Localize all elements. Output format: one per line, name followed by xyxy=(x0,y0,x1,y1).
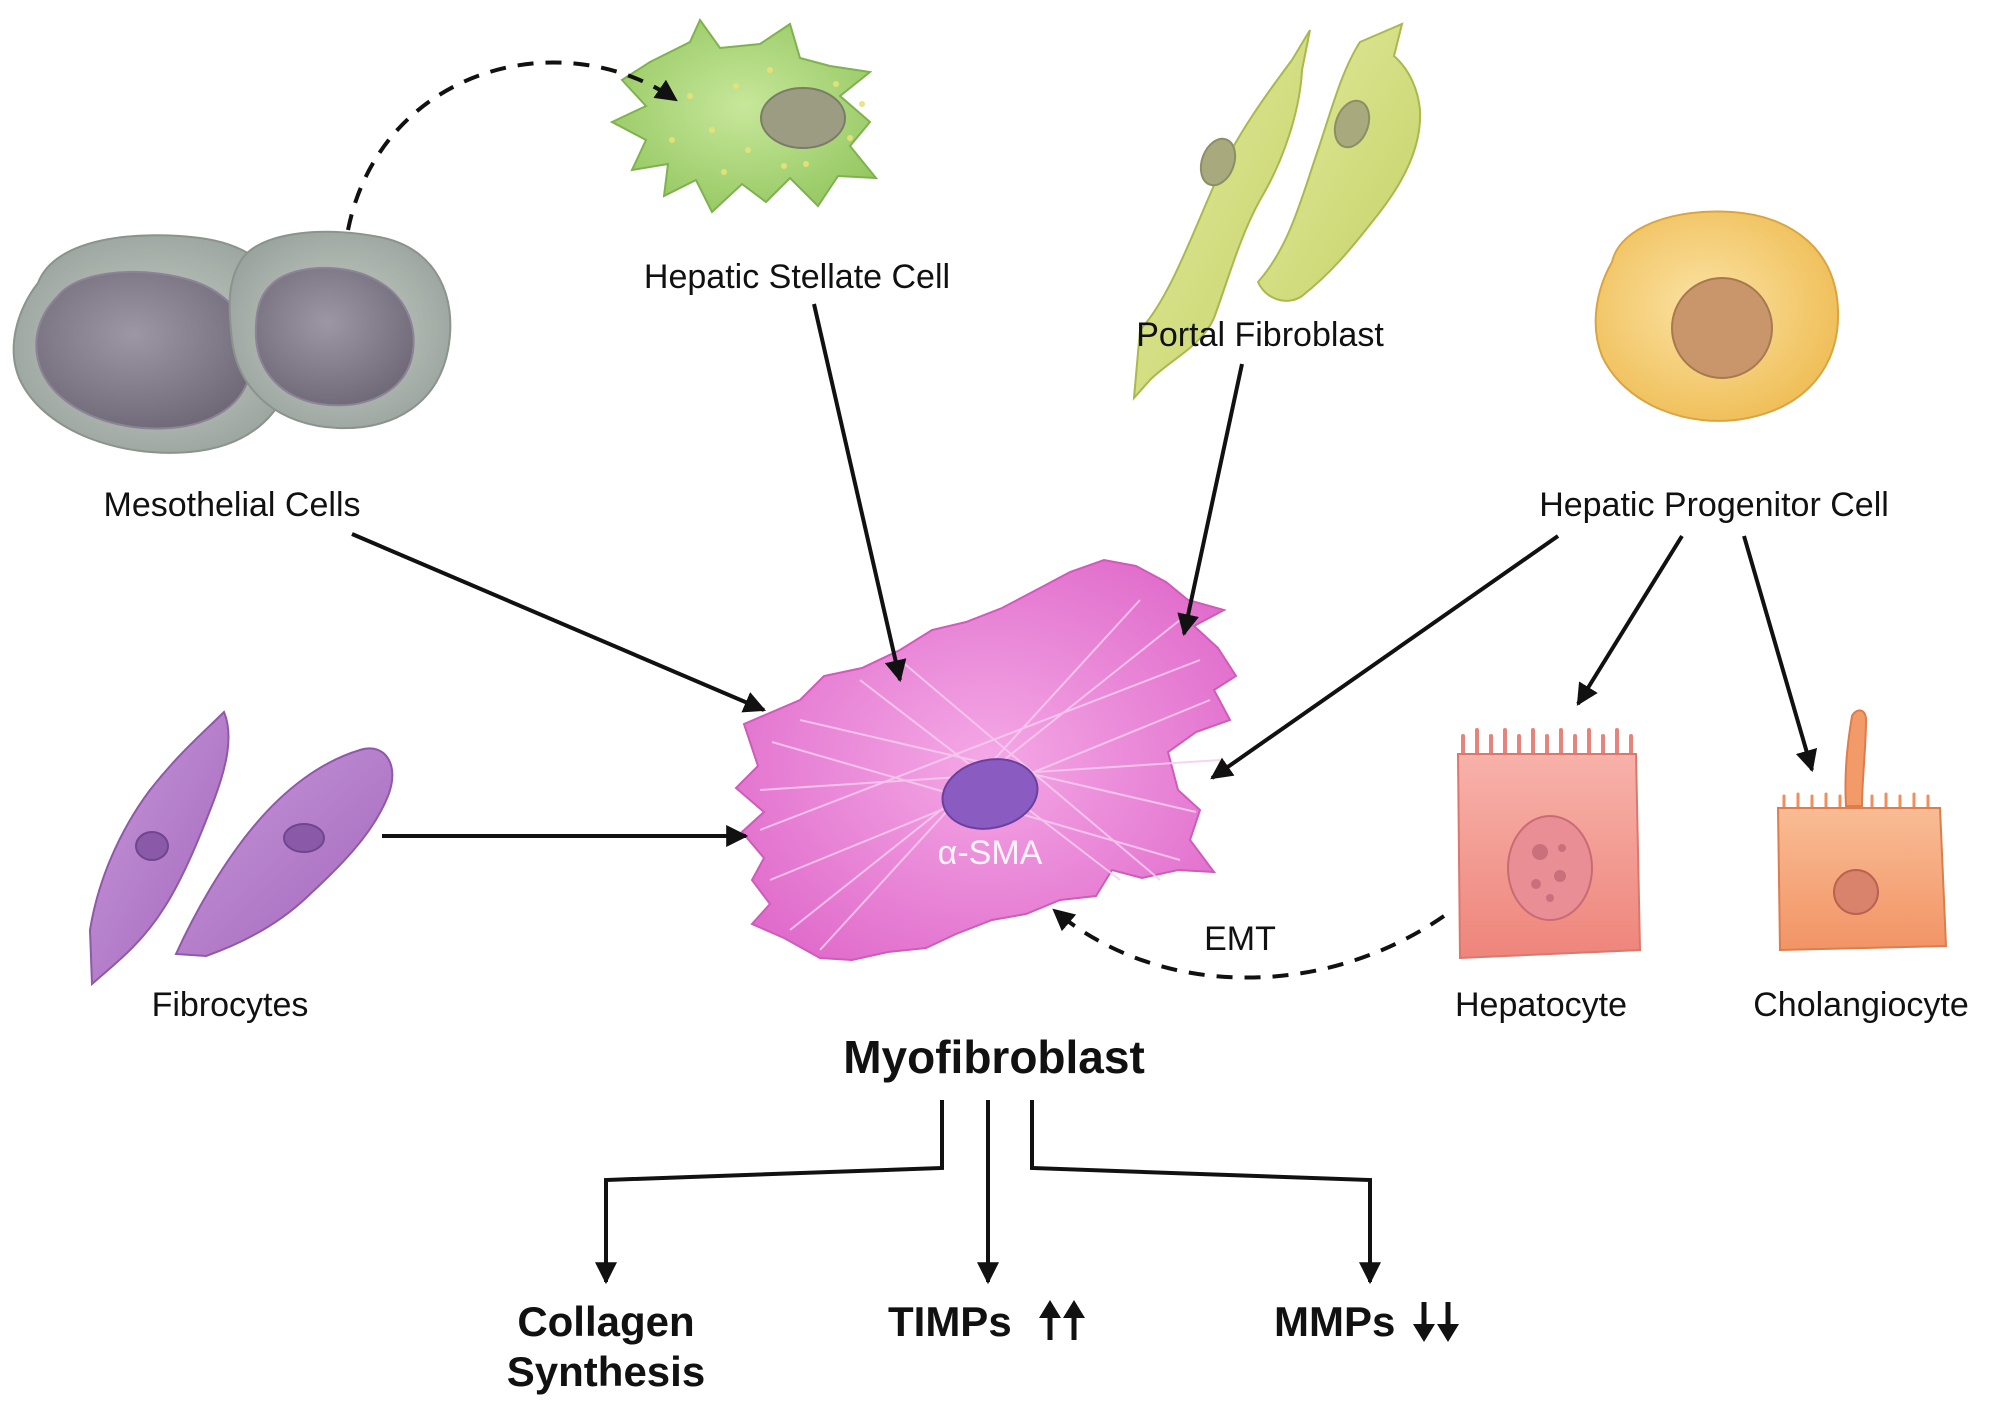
fibrocytes-label: Fibrocytes xyxy=(152,986,309,1024)
timps-up-arrows-icon xyxy=(1039,1300,1085,1340)
collagen-synthesis-label-line1: Collagen xyxy=(517,1298,694,1345)
progenitor-to-myofibroblast-arrow xyxy=(1210,534,1560,780)
collagen-synthesis-label-line2: Synthesis xyxy=(507,1348,705,1395)
myofibroblast-illustration xyxy=(734,558,1238,962)
mesothelial-to-stellate-dashed-arrow xyxy=(346,60,678,231)
timps-label: TIMPs xyxy=(888,1298,1012,1345)
hepatic-stellate-cell-label: Hepatic Stellate Cell xyxy=(644,258,950,296)
hepatic-stellate-cell-illustration xyxy=(609,18,879,214)
hepatocyte-label: Hepatocyte xyxy=(1455,986,1627,1024)
emt-label: EMT xyxy=(1204,920,1276,958)
hepatocyte-illustration xyxy=(1456,728,1642,960)
mesothelial-cells-label: Mesothelial Cells xyxy=(104,486,361,524)
hepatic-progenitor-cell-label: Hepatic Progenitor Cell xyxy=(1539,486,1889,524)
mesothelial-to-myofibroblast-arrow xyxy=(351,532,767,713)
portal-fibroblast-label: Portal Fibroblast xyxy=(1136,316,1384,354)
mmps-label: MMPs xyxy=(1274,1298,1395,1345)
cholangiocyte-illustration xyxy=(1776,709,1948,952)
progenitor-to-hepatocyte-arrow xyxy=(1576,534,1684,706)
alpha-sma-label: α-SMA xyxy=(938,834,1043,872)
fibrocytes-illustration xyxy=(88,710,394,987)
progenitor-to-cholangiocyte-arrow xyxy=(1742,535,1818,773)
hepatic-progenitor-cell-illustration xyxy=(1594,210,1840,422)
portal-fibroblast-illustration xyxy=(1132,22,1422,401)
emt-dashed-arrow xyxy=(1052,908,1446,980)
to-mmps-arrow xyxy=(1030,1100,1381,1285)
cholangiocyte-label: Cholangiocyte xyxy=(1753,986,1968,1024)
myofibroblast-label: Myofibroblast xyxy=(843,1031,1145,1083)
to-collagen-arrow xyxy=(595,1100,944,1285)
stellate-to-myofibroblast-arrow xyxy=(812,303,907,683)
mmps-down-arrows-icon xyxy=(1413,1302,1459,1342)
mesothelial-cells-illustration xyxy=(12,230,452,454)
portal-to-myofibroblast-arrow xyxy=(1177,363,1244,637)
